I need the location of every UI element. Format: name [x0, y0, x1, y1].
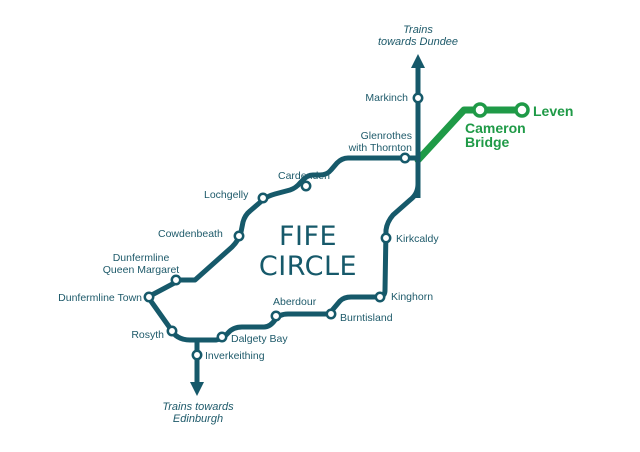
- station-label-cameron-bridge-line1: Cameron: [465, 120, 526, 136]
- north-arrow-icon: [411, 54, 425, 68]
- station-marker-cameron-bridge: [472, 102, 488, 118]
- station-marker-leven: [514, 102, 530, 118]
- direction-north-line2: towards Dundee: [377, 36, 459, 48]
- direction-south-label: Trains towards Edinburgh: [138, 401, 258, 425]
- station-label-lochgelly: Lochgelly: [204, 189, 249, 201]
- station-label-burntisland: Burntisland: [340, 312, 393, 324]
- station-markers: [143, 92, 424, 361]
- station-label-dalgety-bay: Dalgety Bay: [231, 333, 288, 345]
- station-label-dunfermline-qm: Dunfermline Queen Margaret: [86, 252, 196, 276]
- direction-south-line1: Trains towards: [162, 401, 234, 413]
- direction-north-label: Trains towards Dundee: [358, 24, 478, 48]
- station-label-kirkcaldy: Kirkcaldy: [396, 233, 439, 245]
- station-marker-dunfermline-qm: [170, 274, 182, 286]
- station-marker-markinch: [412, 92, 424, 104]
- station-label-cameron-bridge-line2: Bridge: [465, 134, 510, 150]
- station-label-dunfermline-qm-line2: Queen Margaret: [102, 264, 180, 276]
- station-label-rosyth: Rosyth: [131, 329, 164, 341]
- station-marker-rosyth: [166, 325, 178, 337]
- station-marker-cardenden: [300, 180, 312, 192]
- station-marker-burntisland: [325, 308, 337, 320]
- station-label-markinch: Markinch: [365, 92, 408, 104]
- station-marker-inverkeithing: [191, 349, 203, 361]
- station-label-cardenden: Cardenden: [278, 170, 330, 182]
- station-label-cameron-bridge: Cameron Bridge: [465, 121, 526, 149]
- station-marker-kirkcaldy: [380, 232, 392, 244]
- map-title-line2: CIRCLE: [258, 251, 358, 282]
- station-marker-dunfermline-town: [143, 291, 155, 303]
- station-label-kinghorn: Kinghorn: [391, 291, 434, 303]
- station-label-dunfermline-qm-line1: Dunfermline: [112, 252, 170, 264]
- station-label-aberdour: Aberdour: [273, 296, 317, 308]
- station-label-glenrothes-line1: Glenrothes: [360, 130, 412, 142]
- levenmouth-station-markers: [472, 102, 530, 118]
- map-title: FIFE CIRCLE: [240, 222, 376, 282]
- station-marker-glenrothes: [399, 152, 411, 164]
- station-marker-lochgelly: [257, 192, 269, 204]
- map-title-line1: FIFE: [278, 221, 338, 252]
- station-marker-cowdenbeath: [233, 230, 245, 242]
- station-label-inverkeithing: Inverkeithing: [205, 350, 265, 362]
- station-label-glenrothes-line2: with Thornton: [348, 142, 412, 154]
- station-label-cowdenbeath: Cowdenbeath: [158, 228, 223, 240]
- south-arrow-icon: [190, 382, 204, 396]
- station-label-dunfermline-town: Dunfermline Town: [58, 292, 142, 304]
- direction-north-line1: Trains: [403, 24, 433, 36]
- direction-south-line2: Edinburgh: [172, 413, 224, 425]
- station-marker-aberdour: [270, 310, 282, 322]
- station-marker-dalgety-bay: [216, 331, 228, 343]
- station-label-leven: Leven: [533, 103, 574, 119]
- station-label-glenrothes: Glenrothes with Thornton: [320, 130, 412, 154]
- station-marker-kinghorn: [374, 291, 386, 303]
